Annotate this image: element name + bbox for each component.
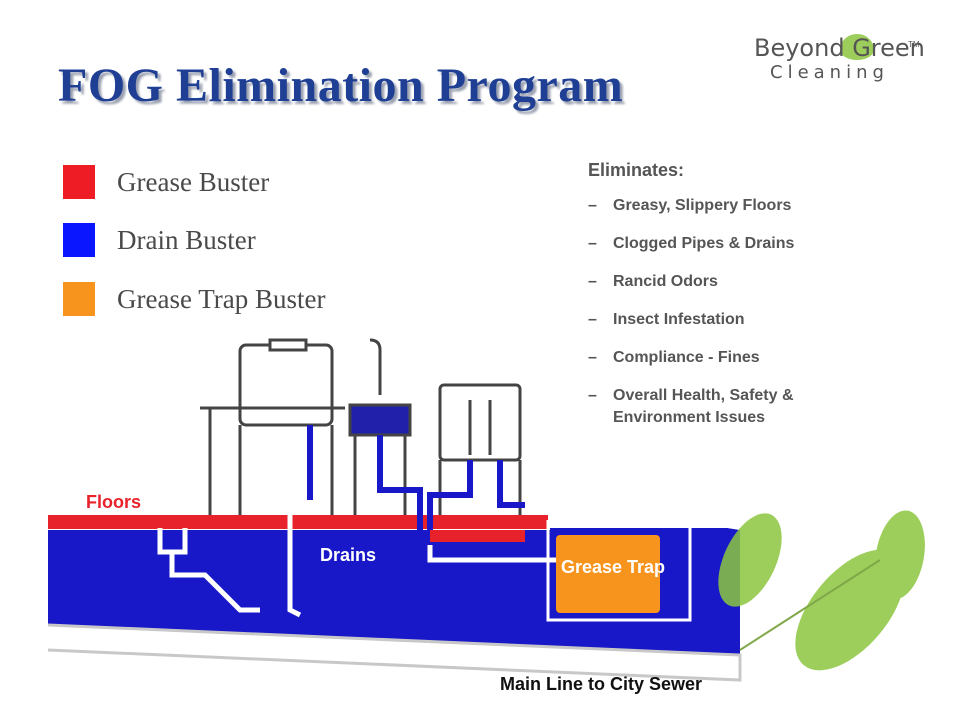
list-item: Clogged Pipes & Drains — [588, 233, 888, 255]
leaf-icon — [840, 34, 874, 60]
eliminates-heading: Eliminates: — [588, 160, 685, 180]
prep-sink — [200, 338, 345, 515]
legend-swatch-blue — [63, 223, 95, 257]
grease-trap-label: Grease Trap — [560, 557, 666, 577]
list-item: Insect Infestation — [588, 309, 888, 331]
decorative-leaves — [718, 510, 925, 671]
sewer-label: Main Line to City Sewer — [500, 674, 703, 694]
ground-outline — [47, 623, 742, 682]
legend-swatch-orange — [63, 282, 95, 316]
legend-item-grease-buster: Grease Buster — [63, 165, 269, 199]
drains-label: Drains — [320, 545, 377, 565]
legend-swatch-red — [63, 165, 95, 199]
legend-label: Drain Buster — [117, 224, 256, 255]
list-item: Greasy, Slippery Floors — [588, 195, 888, 217]
fixture-drain-lines — [307, 425, 525, 530]
floor-trap-pipe — [157, 528, 260, 613]
dish-sink — [438, 383, 522, 515]
company-logo: Beyond Green Cleaning TM — [748, 30, 925, 90]
list-item: Compliance - Fines — [588, 347, 888, 369]
drain-to-trap-pipe — [427, 545, 560, 563]
page-title: FOG Elimination Program — [58, 59, 624, 112]
legend-label: Grease Buster — [117, 166, 270, 197]
floor-drain-slab — [430, 530, 525, 542]
grease-trap-box — [556, 535, 660, 613]
main-drain-pipe — [287, 500, 302, 618]
floor-slab — [48, 515, 548, 529]
legend-item-grease-trap-buster: Grease Trap Buster — [63, 282, 325, 316]
logo-line-1: Beyond Green — [754, 34, 925, 62]
list-item: Rancid Odors — [588, 271, 888, 293]
hand-sink — [348, 338, 412, 515]
floors-label: Floors — [86, 492, 142, 512]
logo-trademark: TM — [908, 40, 920, 49]
eliminates-panel: Eliminates: Greasy, Slippery Floors Clog… — [588, 160, 888, 429]
legend-item-drain-buster: Drain Buster — [63, 223, 256, 257]
grease-trap-outline — [546, 520, 692, 622]
legend-label: Grease Trap Buster — [117, 283, 326, 314]
eliminates-list: Greasy, Slippery Floors Clogged Pipes & … — [588, 195, 888, 429]
list-item: Overall Health, Safety & Environment Iss… — [588, 385, 888, 429]
logo-line-2: Cleaning — [770, 62, 889, 83]
